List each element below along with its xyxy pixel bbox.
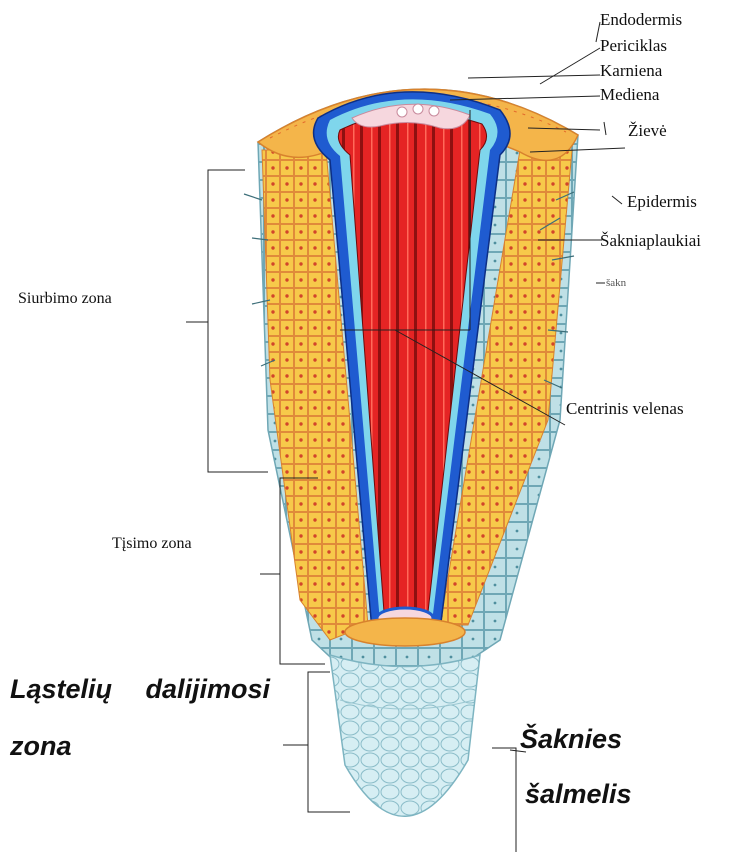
label-epidermis: Epidermis [627, 193, 697, 210]
label-mediena: Mediena [600, 86, 659, 103]
label-sakn-fragment: šakn [606, 278, 626, 289]
label-siurbimo-zona: Siurbimo zona [18, 291, 112, 307]
label-salmelis: šalmelis [525, 781, 632, 808]
label-tisimo-zona: Tįsimo zona [112, 536, 192, 552]
label-karniena: Karniena [600, 62, 662, 79]
label-sakniaplaukiai: Šakniaplaukiai [600, 232, 701, 249]
label-saknies: Šaknies [520, 726, 622, 753]
root-cap [330, 655, 480, 816]
label-dalijimosi-zona-line1: Ląstelių dalijimosi [10, 676, 270, 703]
label-dalijimosi-zona-line2: zona [10, 733, 72, 760]
label-endodermis: Endodermis [600, 11, 682, 28]
label-zieve: Žievė [628, 122, 667, 139]
label-periciklas: Periciklas [600, 37, 667, 54]
label-centrinis-velenas: Centrinis velenas [566, 400, 684, 417]
